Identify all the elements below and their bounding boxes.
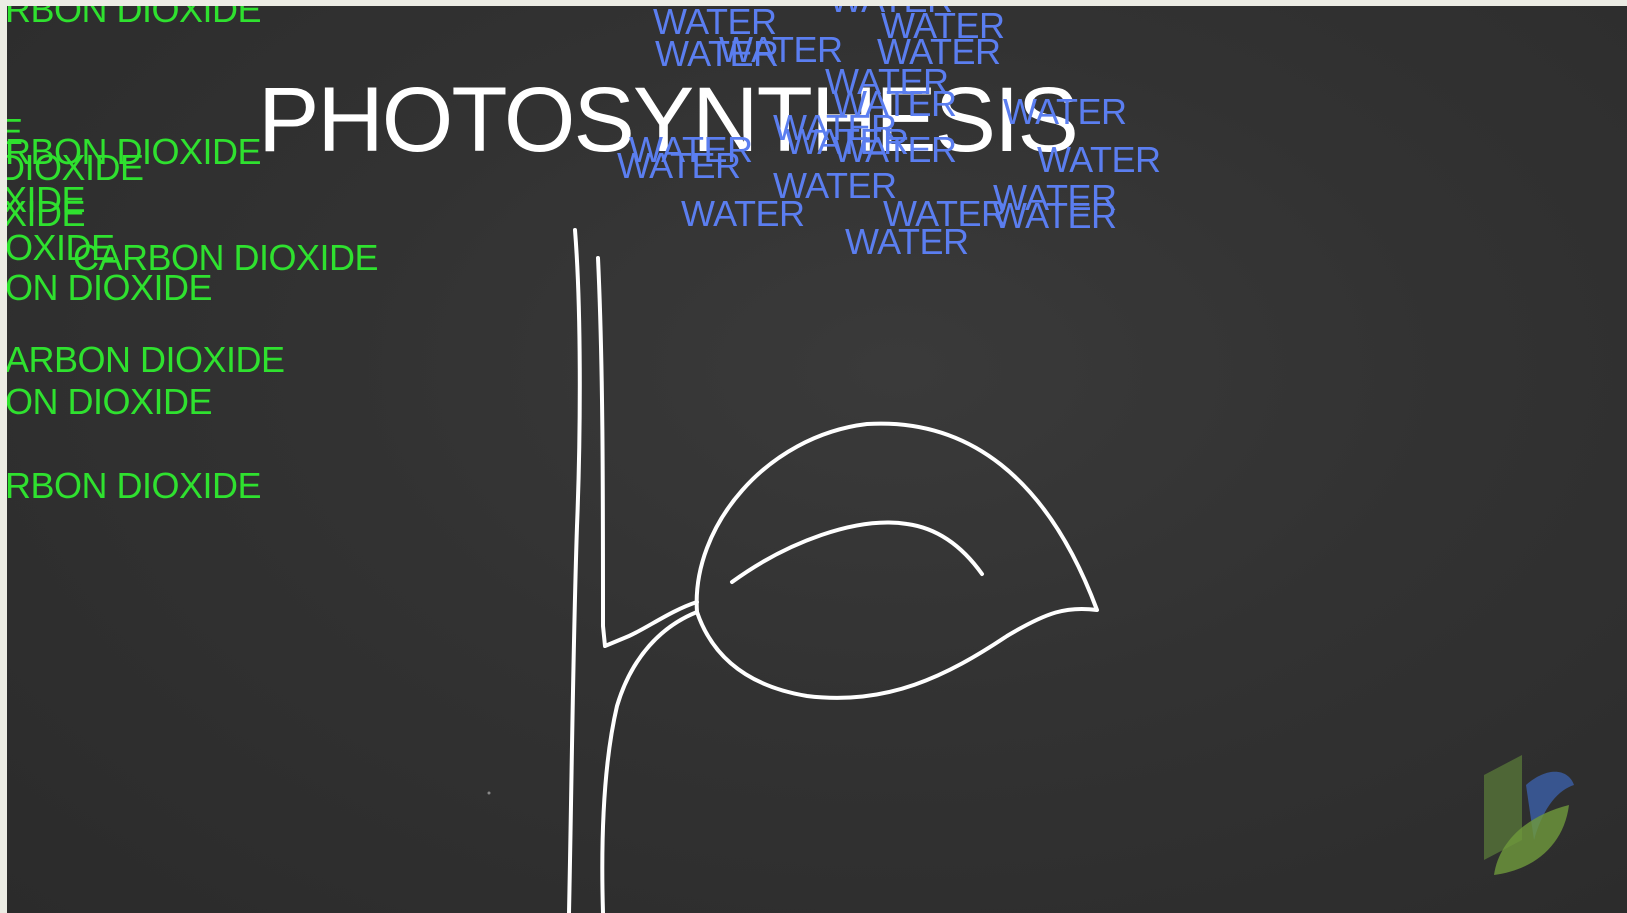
water-word: WATER [655, 33, 779, 74]
co2-word: OXIDE [7, 227, 115, 268]
water-word: WATER [833, 129, 957, 170]
stem-left-line [567, 228, 582, 913]
water-word: WATER [829, 6, 953, 18]
water-word: WATER [1003, 91, 1127, 132]
co2-word: DIOXIDE [7, 147, 144, 188]
leaf-outline [694, 421, 1099, 700]
co2-word: ON DIOXIDE [7, 267, 213, 308]
co2-word: ON DIOXIDE [7, 381, 213, 422]
water-word: WATER [617, 145, 741, 186]
co2-word: XIDE [7, 193, 86, 234]
water-word: WATER [877, 31, 1001, 72]
co2-word: E [7, 111, 23, 152]
water-word: WATER [993, 195, 1117, 236]
branch-line [600, 610, 699, 913]
water-word: WATER [1037, 139, 1161, 180]
co2-word: RBON DIOXIDE [7, 6, 262, 30]
water-word: WATER [881, 6, 1005, 46]
co2-word: CARBON DIOXIDE [73, 237, 379, 278]
water-word: WATER [825, 61, 949, 102]
water-word: WATER [883, 193, 1007, 234]
co2-word: RBON DIOXIDE [7, 465, 262, 506]
water-word: WATER [773, 165, 897, 206]
water-word: WATER [785, 121, 909, 162]
plant-drawing [487, 228, 1099, 913]
leaf-vein [730, 520, 984, 584]
water-word: WATER [629, 129, 753, 170]
stem-right-line [596, 256, 699, 648]
water-word: WATER [833, 83, 957, 124]
water-word: WATER [845, 221, 969, 262]
video-frame: PHOTOSYNTHESIS RBON DIOXIDE E RBON DIOXI… [7, 6, 1627, 913]
co2-word: RBON DIOXIDE [7, 131, 262, 172]
water-word: WATER [719, 29, 843, 70]
co2-word: ARBON DIOXIDE [7, 339, 285, 380]
water-word: WATER [653, 6, 777, 42]
leaf-logo-icon [1484, 755, 1574, 875]
water-word: WATER [681, 193, 805, 234]
title-photosynthesis: PHOTOSYNTHESIS [258, 69, 1079, 171]
co2-word: XIDE [7, 179, 86, 220]
chalk-dot [487, 791, 491, 795]
water-word: WATER [773, 107, 897, 148]
water-word: WATER [993, 177, 1117, 218]
